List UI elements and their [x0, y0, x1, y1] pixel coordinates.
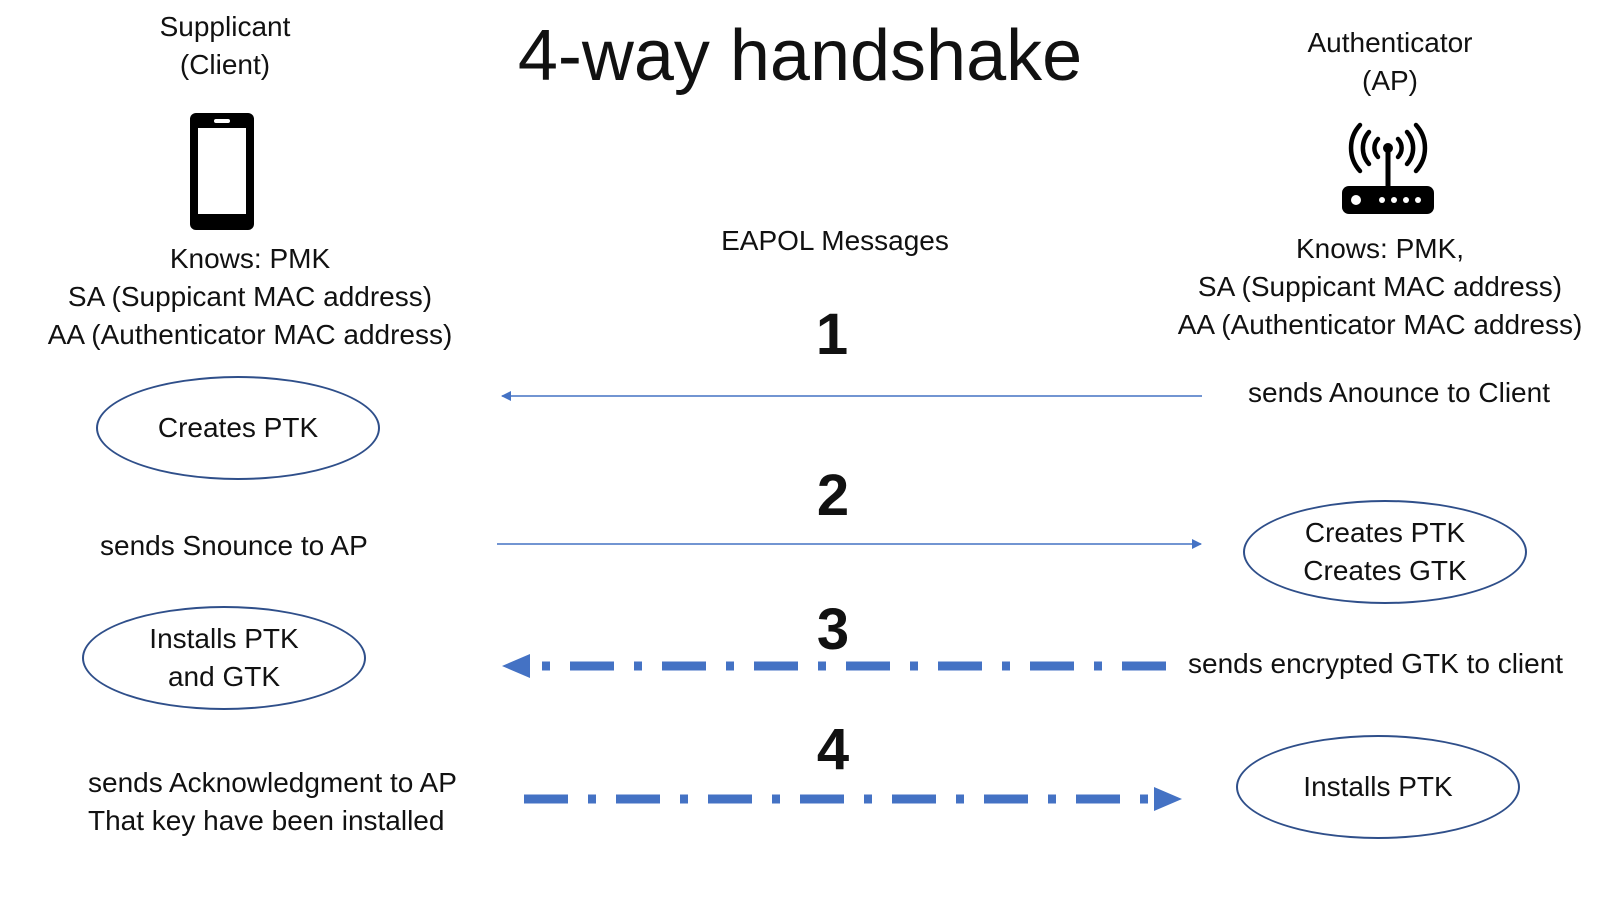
client-creates-ptk-label: Creates PTK	[157, 412, 319, 443]
authenticator-knows-pmk: Knows: PMK,	[1295, 233, 1465, 264]
ap-sends-anonce-text: sends Anounce to Client	[1248, 377, 1550, 408]
client-installs-keys-node: Installs PTK and GTK	[82, 606, 366, 710]
wifi-router-icon	[1342, 122, 1434, 214]
ap-installs-ptk-node: Installs PTK	[1236, 735, 1520, 839]
client-creates-ptk-node: Creates PTK	[96, 376, 380, 480]
authenticator-knows-aa: AA (Authenticator MAC address)	[1177, 309, 1583, 340]
authenticator-heading-label: Authenticator	[1307, 27, 1473, 58]
diagram-title: 4-way handshake	[517, 16, 1083, 96]
authenticator-heading: Authenticator (AP)	[1250, 24, 1530, 100]
supplicant-knows-sa: SA (Suppicant MAC address)	[67, 281, 433, 312]
client-ack-line-1: sends Acknowledgment to AP	[88, 767, 457, 798]
supplicant-heading-role: (Client)	[179, 49, 271, 80]
supplicant-heading: Supplicant (Client)	[110, 8, 340, 84]
step-4-number: 4	[816, 717, 850, 782]
message-3-arrow	[502, 654, 1166, 678]
client-ack-line-2: That key have been installed	[88, 805, 445, 836]
ap-creates-ptk-label: Creates PTK	[1304, 517, 1466, 548]
step-1-number: 1	[815, 302, 849, 367]
step-2-number: 2	[816, 463, 850, 528]
smartphone-icon	[190, 113, 254, 230]
supplicant-knows-aa: AA (Authenticator MAC address)	[47, 319, 453, 350]
eapol-messages-label: EAPOL Messages	[721, 225, 949, 256]
ap-creates-keys-node: Creates PTK Creates GTK	[1243, 500, 1527, 604]
client-installs-gtk-label: and GTK	[167, 661, 281, 692]
authenticator-knows-sa: SA (Suppicant MAC address)	[1197, 271, 1563, 302]
supplicant-knows-pmk: Knows: PMK	[169, 243, 331, 274]
client-installs-ptk-label: Installs PTK	[149, 623, 299, 654]
client-sends-snonce-text: sends Snounce to AP	[100, 530, 368, 561]
ap-creates-gtk-label: Creates GTK	[1303, 555, 1467, 586]
client-sends-ack-text: sends Acknowledgment to AP That key have…	[88, 764, 457, 840]
ap-installs-ptk-label: Installs PTK	[1303, 771, 1453, 802]
ap-sends-gtk-text: sends encrypted GTK to client	[1188, 648, 1564, 679]
step-3-number: 3	[816, 597, 850, 662]
authenticator-heading-role: (AP)	[1362, 65, 1418, 96]
authenticator-knowledge: Knows: PMK, SA (Suppicant MAC address) A…	[1160, 230, 1600, 344]
supplicant-knowledge: Knows: PMK SA (Suppicant MAC address) AA…	[20, 240, 480, 354]
message-4-arrow	[524, 787, 1182, 811]
supplicant-heading-label: Supplicant	[159, 11, 291, 42]
